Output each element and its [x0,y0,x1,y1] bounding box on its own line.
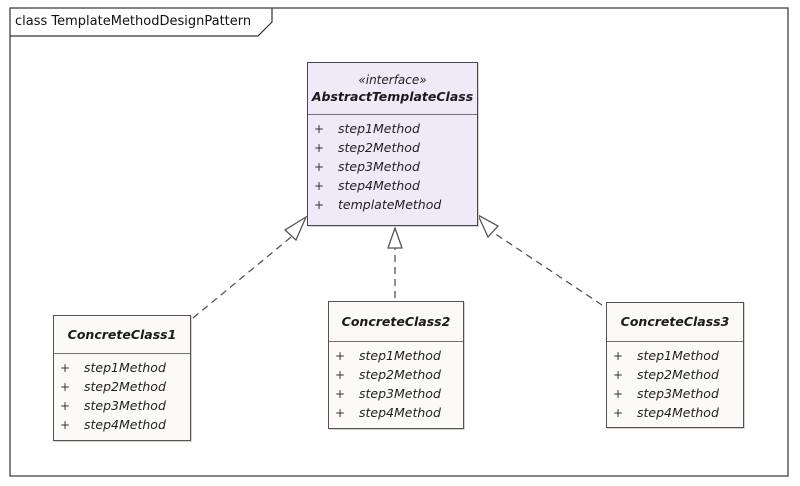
visibility-marker: + [60,360,71,375]
visibility-marker: + [314,197,325,212]
class-abstract-template-class[interactable]: «interface» AbstractTemplateClass + step… [307,62,478,226]
visibility-marker: + [60,379,71,394]
operation-name: step2Method [637,367,719,382]
visibility-marker: + [613,405,624,420]
class-header: ConcreteClass3 [607,303,743,342]
operation-row: + step1Method [329,346,463,365]
frame-border [9,7,789,477]
visibility-marker: + [613,386,624,401]
operation-row: + step2Method [54,377,190,396]
operations-compartment: + step1Method + step2Method + step3Metho… [308,115,477,214]
operation-name: templateMethod [338,197,442,212]
operation-name: step4Method [637,405,719,420]
class-header: «interface» AbstractTemplateClass [308,63,477,115]
class-header: ConcreteClass2 [329,302,463,342]
visibility-marker: + [314,121,325,136]
operation-name: step3Method [338,159,420,174]
realization-connector-2[interactable] [387,226,403,298]
class-header: ConcreteClass1 [54,316,190,354]
visibility-marker: + [60,417,71,432]
operation-name: step3Method [359,386,441,401]
operation-name: step1Method [338,121,420,136]
interface-stereotype: «interface» [358,72,427,87]
visibility-marker: + [314,178,325,193]
operation-row: + step2Method [329,365,463,384]
visibility-marker: + [314,159,325,174]
realization-connector-3[interactable] [476,213,603,306]
operations-compartment: + step1Method + step2Method + step3Metho… [607,342,743,422]
visibility-marker: + [335,367,346,382]
operation-row: + templateMethod [308,195,477,214]
operation-name: step3Method [637,386,719,401]
operation-row: + step2Method [308,138,477,157]
operation-name: step3Method [84,398,166,413]
class-name: AbstractTemplateClass [311,88,474,104]
class-concrete-class-3[interactable]: ConcreteClass3 + step1Method + step2Meth… [606,302,744,428]
operation-name: step1Method [84,360,166,375]
operation-name: step4Method [359,405,441,420]
operation-row: + step4Method [329,403,463,422]
realization-connector-1[interactable] [192,215,308,319]
operations-compartment: + step1Method + step2Method + step3Metho… [329,342,463,422]
operations-compartment: + step1Method + step2Method + step3Metho… [54,354,190,434]
class-concrete-class-1[interactable]: ConcreteClass1 + step1Method + step2Meth… [53,315,191,441]
class-concrete-class-2[interactable]: ConcreteClass2 + step1Method + step2Meth… [328,301,464,429]
class-name: ConcreteClass2 [341,313,451,329]
visibility-marker: + [60,398,71,413]
visibility-marker: + [613,348,624,363]
operation-name: step2Method [359,367,441,382]
realization-arrowhead-3 [476,213,500,239]
operation-row: + step3Method [308,157,477,176]
class-name: ConcreteClass3 [620,314,730,329]
visibility-marker: + [335,348,346,363]
operation-name: step1Method [637,348,719,363]
frame-title: class TemplateMethodDesignPattern [15,14,252,29]
visibility-marker: + [613,367,624,382]
operation-row: + step1Method [308,119,477,138]
operation-row: + step2Method [607,365,743,384]
operation-row: + step1Method [54,358,190,377]
operation-row: + step4Method [308,176,477,195]
operation-row: + step3Method [329,384,463,403]
operation-name: step2Method [84,379,166,394]
class-name: ConcreteClass1 [67,326,177,342]
operation-row: + step4Method [54,415,190,434]
operation-name: step2Method [338,140,420,155]
frame-title-tab [10,8,273,37]
operation-row: + step3Method [54,396,190,415]
visibility-marker: + [335,405,346,420]
visibility-marker: + [314,140,325,155]
realization-arrowhead-2 [387,226,403,249]
operation-name: step4Method [84,417,166,432]
visibility-marker: + [335,386,346,401]
operation-row: + step1Method [607,346,743,365]
operation-row: + step4Method [607,403,743,422]
realization-arrowhead-1 [283,215,308,242]
operation-name: step1Method [359,348,441,363]
operation-row: + step3Method [607,384,743,403]
operation-name: step4Method [338,178,420,193]
